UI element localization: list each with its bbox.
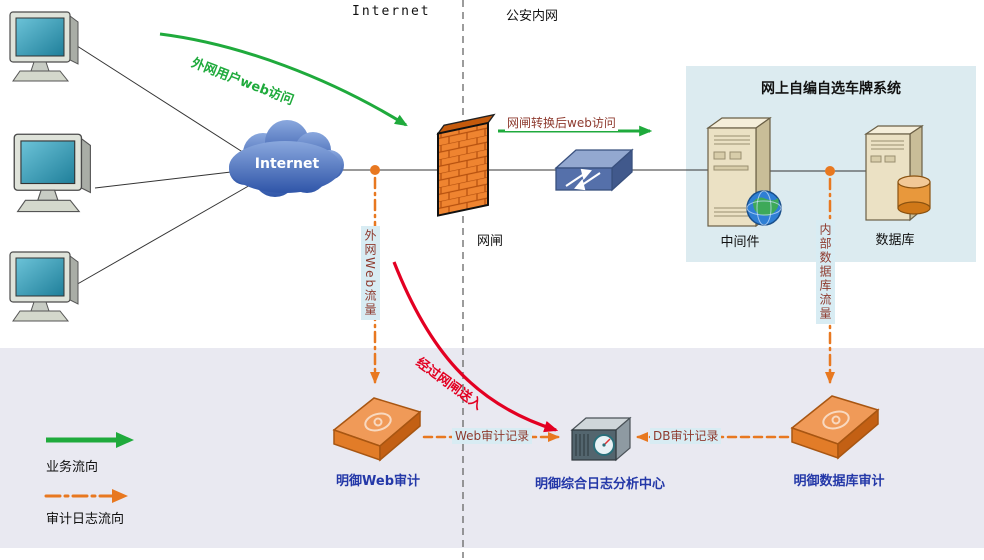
flow-arrow-through-gateway <box>392 261 559 433</box>
flow-label-internal-db-traffic: 内部数据库流量 <box>816 220 835 324</box>
legend-audit-arrow <box>44 489 128 503</box>
system-box-title: 网上自编自选车牌系统 <box>761 81 901 97</box>
middleware-label: 中间件 <box>720 235 760 250</box>
tap-point-dot <box>370 165 380 175</box>
client-monitor-icon <box>13 133 92 213</box>
flow-label-external-web-traffic: 外网Web流量 <box>361 226 380 321</box>
internet-zone-label: Internet <box>352 4 431 19</box>
switch-icon <box>554 148 634 192</box>
flow-label-web-audit-record: Web审计记录 <box>452 428 533 444</box>
flow-label-db-audit-record: DB审计记录 <box>650 428 722 444</box>
web-audit-label: 明御Web审计 <box>336 474 420 489</box>
db-audit-label: 明御数据库审计 <box>793 474 885 489</box>
legend-business-arrow <box>46 432 134 448</box>
database-server-icon <box>864 124 931 222</box>
globe-icon <box>746 190 782 226</box>
connector-lines <box>73 43 868 287</box>
firewall-gateway-icon <box>436 113 496 217</box>
database-cylinder-icon <box>897 175 931 215</box>
client-monitor-icon <box>9 251 79 322</box>
flow-label-converted-web-access: 网闸转换后web访问 <box>505 116 618 131</box>
flow-arrow-external-web-access <box>159 32 408 127</box>
internet-cloud-icon <box>229 120 344 197</box>
log-center-label: 明御综合日志分析中心 <box>534 477 665 492</box>
tap-point-dot <box>825 166 835 176</box>
log-center-icon <box>570 416 632 462</box>
client-monitor-icon <box>9 11 79 82</box>
legend-audit-label: 审计日志流向 <box>46 512 125 527</box>
intranet-zone-label: 公安内网 <box>506 9 559 24</box>
database-label: 数据库 <box>875 233 915 248</box>
legend-business-label: 业务流向 <box>46 460 99 475</box>
cloud-label: Internet <box>254 156 320 172</box>
firewall-label: 网闸 <box>476 234 503 249</box>
middleware-server-icon <box>706 116 782 228</box>
